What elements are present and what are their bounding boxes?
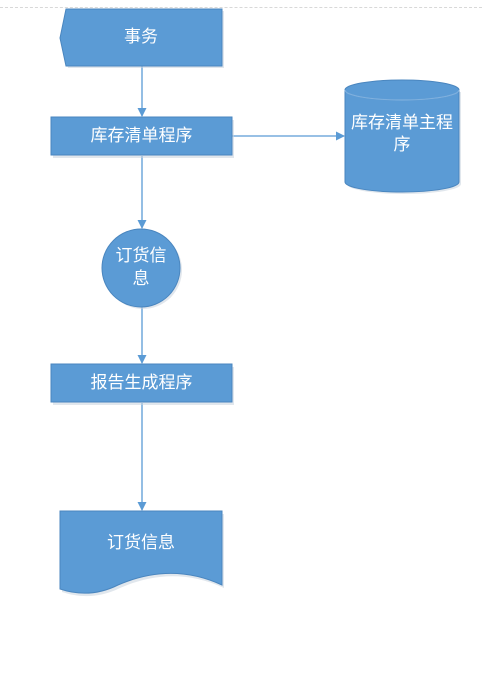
report-program-shape[interactable] [50,363,233,403]
transaction-shape[interactable] [59,8,223,67]
master-inventory-shape[interactable] [344,79,460,193]
order-document-shape[interactable] [59,510,223,594]
connectors [137,66,345,511]
page-top-rule [0,7,482,8]
order-connector-shape[interactable] [101,228,181,308]
inventory-program-shape[interactable] [50,116,233,156]
